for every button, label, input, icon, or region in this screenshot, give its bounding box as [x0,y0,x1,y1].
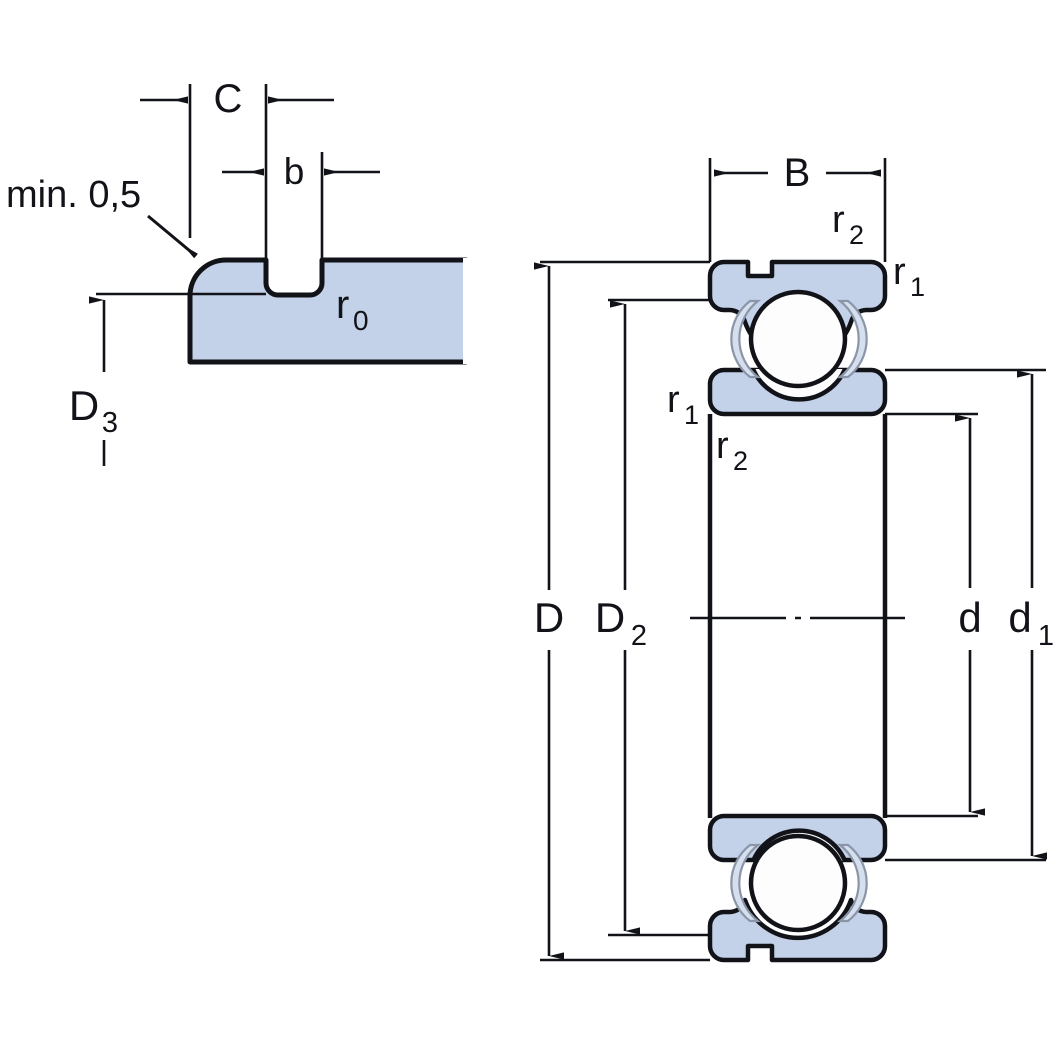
dimension-label-r1-top: r 1 [893,251,925,302]
dimension-label-d3: D 3 [69,382,118,439]
dimension-label-r0-symbol: r [336,283,349,327]
dimension-label-r1-left-subscript: 1 [684,400,699,430]
dimension-label-r2-left: r 2 [716,425,748,476]
dimension-label-d1: d 1 [1008,594,1054,652]
dimension-label-D2-symbol: D [595,594,625,641]
dimension-label-r2-left-symbol: r [716,425,729,467]
dimension-label-D2-subscript: 2 [631,620,647,652]
dimension-label-r0: r 0 [336,283,369,336]
left-view-group: C b min. 0,5 r 0 D 3 [6,77,469,466]
dimension-label-d1-subscript: 1 [1038,620,1054,652]
dimension-label-d: d [958,594,981,641]
cage-arc-upper-right [836,299,868,379]
dimension-label-r1-left: r 1 [667,379,699,430]
dimension-label-d3-subscript: 3 [102,407,118,439]
leader-line-min-chamfer [147,214,198,259]
dimension-label-d3-symbol: D [69,382,99,429]
dimension-label-D2: D 2 [595,594,647,652]
dimension-label-r1-left-symbol: r [667,379,680,421]
cage-arc-upper-left [730,299,762,379]
inner-ring-upper-raceway-edge [750,368,848,402]
dimension-label-r2-top: r 2 [832,199,864,250]
dimension-label-r2-left-subscript: 2 [733,446,748,476]
dimension-label-r1-top-subscript: 1 [910,272,925,302]
dimension-label-c: C [214,77,243,121]
cage-arc-lower-left [730,843,762,923]
right-view-group: B r 2 r 1 r 1 r 2 D D 2 [534,151,1054,963]
rolling-element-ball-upper [748,289,848,389]
dimension-label-r1-top-symbol: r [893,251,906,293]
cage-arc-lower-right [836,843,868,923]
dimension-label-r2-top-subscript: 2 [849,220,864,250]
housing-section-shape [187,257,469,365]
dimension-label-r0-subscript: 0 [353,305,369,336]
dimension-label-B: B [784,151,811,195]
dimension-label-b: b [284,151,305,192]
dimension-label-D: D [534,594,564,641]
dimension-label-d1-symbol: d [1008,594,1031,641]
note-min-chamfer: min. 0,5 [6,174,141,216]
rolling-element-ball-lower [748,833,848,933]
inner-ring-lower-raceway-edge [750,828,848,862]
dimension-label-r2-top-symbol: r [832,199,845,241]
